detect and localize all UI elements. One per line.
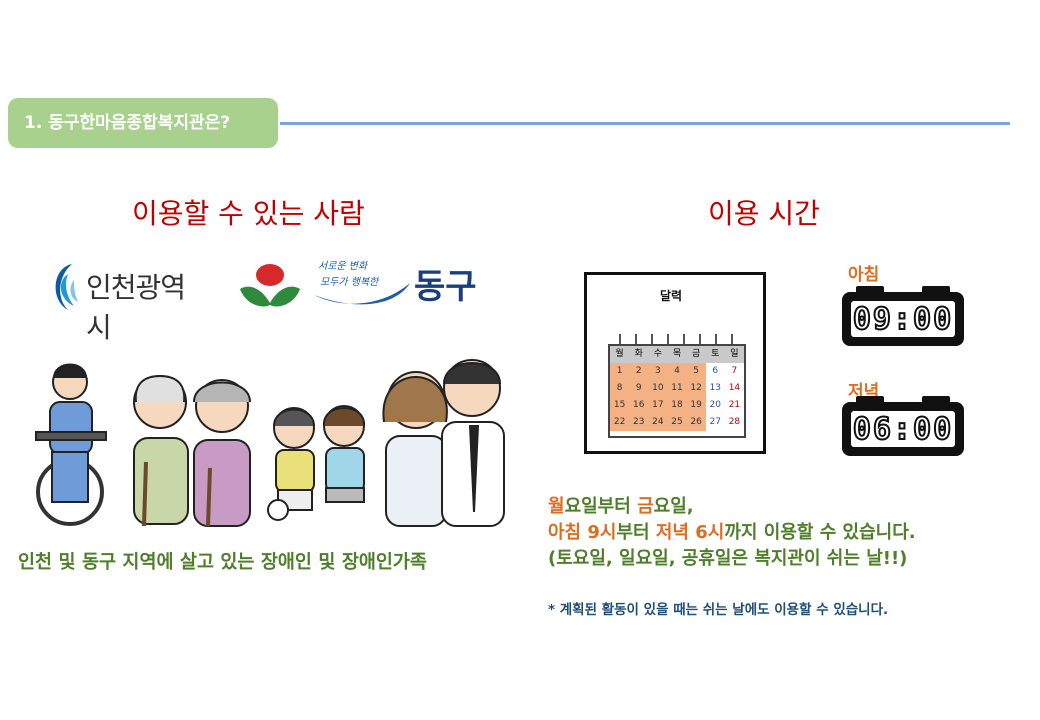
section-divider	[280, 122, 1010, 125]
morning-clock: 09:00	[842, 286, 964, 346]
calendar-day: 4	[667, 363, 687, 380]
schedule-note: * 계획된 활동이 있을 때는 쉬는 날에도 이용할 수 있습니다.	[548, 602, 889, 618]
section-badge: 1. 동구한마음종합복지관은?	[8, 98, 278, 148]
morning-time: 09:00	[851, 301, 955, 338]
incheon-logo: 인천광역시	[48, 258, 208, 344]
calendar-day: 18	[667, 397, 687, 414]
people-illustration	[35, 359, 505, 527]
calendar-day-name: 화	[634, 349, 643, 359]
calendar-day-name: 토	[711, 349, 720, 359]
calendar-day: 13	[709, 383, 721, 393]
calendar-day: 1	[610, 363, 630, 380]
calendar-day: 24	[648, 414, 668, 431]
schedule-line-3: (토요일, 일요일, 공휴일은 복지관이 쉬는 날!!)	[548, 548, 908, 569]
calendar-day: 16	[629, 397, 649, 414]
calendar-day-name: 수	[653, 349, 662, 359]
calendar-day: 3	[648, 363, 668, 380]
calendar-day: 11	[667, 380, 687, 397]
donggu-logo-text: 동구	[414, 267, 477, 307]
calendar-day: 14	[728, 383, 741, 393]
calendar-day: 28	[728, 417, 741, 427]
schedule-text: 월요일부터 금요일, 아침 9시부터 저녁 6시까지 이용할 수 있습니다. (…	[548, 494, 916, 572]
calendar-header: 월 화 수 목 금 토 일	[610, 346, 744, 363]
hours-title: 이용 시간	[708, 197, 820, 230]
calendar-day: 9	[629, 380, 649, 397]
schedule-line-2: 아침 9시부터 저녁 6시까지 이용할 수 있습니다.	[548, 522, 916, 543]
eligible-users-caption: 인천 및 동구 지역에 살고 있는 장애인 및 장애인가족	[18, 552, 427, 573]
donggu-slogan-1: 서로운 변화	[318, 261, 368, 272]
eligible-users-title: 이용할 수 있는 사람	[132, 197, 365, 230]
calendar-day: 5	[686, 363, 706, 380]
calendar-day: 12	[686, 380, 706, 397]
evening-time: 06:00	[851, 411, 955, 448]
calendar-day: 15	[610, 397, 630, 414]
evening-clock: 06:00	[842, 396, 964, 456]
morning-label: 아침	[848, 265, 880, 285]
calendar-day: 8	[610, 380, 630, 397]
calendar-day-name: 목	[672, 349, 682, 359]
calendar-day: 6	[712, 366, 719, 376]
calendar-day: 2	[629, 363, 649, 380]
calendar-day: 27	[709, 417, 721, 427]
calendar-day: 23	[629, 414, 649, 431]
calendar-day: 21	[728, 400, 741, 410]
calendar-title: 달력	[660, 289, 683, 303]
calendar-day: 25	[667, 414, 687, 431]
calendar-day: 7	[731, 366, 738, 376]
calendar-day-name: 일	[730, 349, 739, 359]
calendar-day: 19	[686, 397, 706, 414]
incheon-logo-text: 인천광역시	[86, 271, 186, 344]
calendar-day-name: 월	[615, 349, 624, 359]
calendar-day: 20	[709, 400, 721, 410]
schedule-line-1: 월요일부터 금요일,	[548, 496, 694, 517]
calendar-day: 22	[610, 414, 630, 431]
calendar-day: 10	[648, 380, 668, 397]
donggu-slogan-2: 모두가 행복한	[320, 277, 379, 288]
calendar-day: 17	[648, 397, 668, 414]
donggu-emblem-icon	[240, 264, 300, 307]
calendar-day-name: 금	[691, 349, 701, 359]
donggu-wave-icon	[314, 283, 410, 305]
incheon-emblem-icon	[55, 264, 78, 310]
calendar-day: 26	[686, 414, 706, 431]
donggu-logo: 서로운 변화 모두가 행복한 동구	[238, 255, 478, 313]
